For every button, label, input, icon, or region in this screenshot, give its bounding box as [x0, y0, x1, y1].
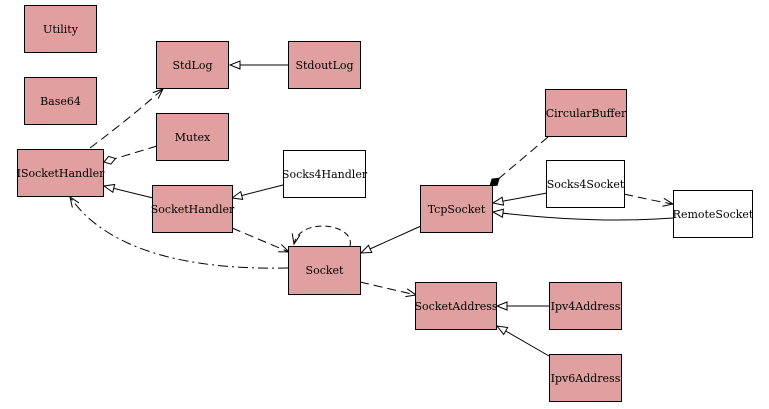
edge-remotesocket-tcpsocket [493, 212, 674, 221]
edge-tcpsocket-socket [361, 225, 422, 253]
node-label: StdoutLog [295, 58, 354, 72]
node-socks4handler[interactable]: Socks4Handler [281, 150, 368, 198]
edge-socks4socket-tcpsocket [493, 192, 548, 203]
node-stdoutlog[interactable]: StdoutLog [288, 41, 361, 89]
node-circularbuffer[interactable]: CircularBuffer [545, 89, 627, 137]
node-isockethandler[interactable]: ISocketHandler [17, 149, 104, 197]
node-socks4socket[interactable]: Socks4Socket [546, 160, 625, 208]
node-mutex[interactable]: Mutex [156, 113, 229, 161]
node-label: ISocketHandler [16, 166, 105, 180]
edge-sockethandler-isockethandler [104, 186, 154, 199]
edge-mutex-isockethandler [103, 145, 158, 165]
node-label: Ipv6Address [550, 371, 621, 385]
edge-socks4socket-remotesocket [623, 193, 673, 204]
node-remotesocket[interactable]: RemoteSocket [673, 190, 753, 238]
node-ipv4address[interactable]: Ipv4Address [549, 282, 622, 330]
edge-socks4handler-sockethandler [232, 184, 284, 198]
node-label: RemoteSocket [672, 207, 754, 221]
node-label: Ipv4Address [550, 299, 621, 313]
node-label: Socks4Handler [281, 167, 368, 181]
node-stdlog[interactable]: StdLog [156, 41, 229, 89]
edge-socket-selfloop [294, 225, 351, 247]
edge-sockethandler-socket [231, 227, 289, 252]
node-tcpsocket[interactable]: TcpSocket [420, 185, 493, 233]
node-base64[interactable]: Base64 [24, 77, 97, 125]
node-label: Base64 [40, 94, 81, 108]
node-socket[interactable]: Socket [288, 246, 361, 295]
edge-socket-socketaddress [359, 281, 416, 295]
node-label: Mutex [174, 130, 211, 144]
node-socketaddress[interactable]: SocketAddress [414, 282, 498, 330]
edge-circularbuffer-tcpsocket [489, 136, 549, 187]
node-label: SocketAddress [414, 299, 498, 313]
node-label: Socks4Socket [546, 177, 625, 191]
node-label: Socket [305, 264, 344, 277]
node-label: TcpSocket [427, 202, 486, 216]
node-ipv6address[interactable]: Ipv6Address [549, 354, 622, 402]
node-label: StdLog [172, 58, 213, 72]
edge-isockethandler-stdlog [89, 89, 163, 149]
node-label: CircularBuffer [545, 106, 627, 120]
node-label: SocketHandler [150, 202, 235, 216]
node-sockethandler[interactable]: SocketHandler [150, 185, 235, 233]
edge-ipv6address-socketaddress [497, 326, 550, 357]
node-label: Utility [43, 22, 78, 36]
edge-socket-isockethandler [70, 197, 289, 269]
node-utility[interactable]: Utility [24, 5, 97, 53]
